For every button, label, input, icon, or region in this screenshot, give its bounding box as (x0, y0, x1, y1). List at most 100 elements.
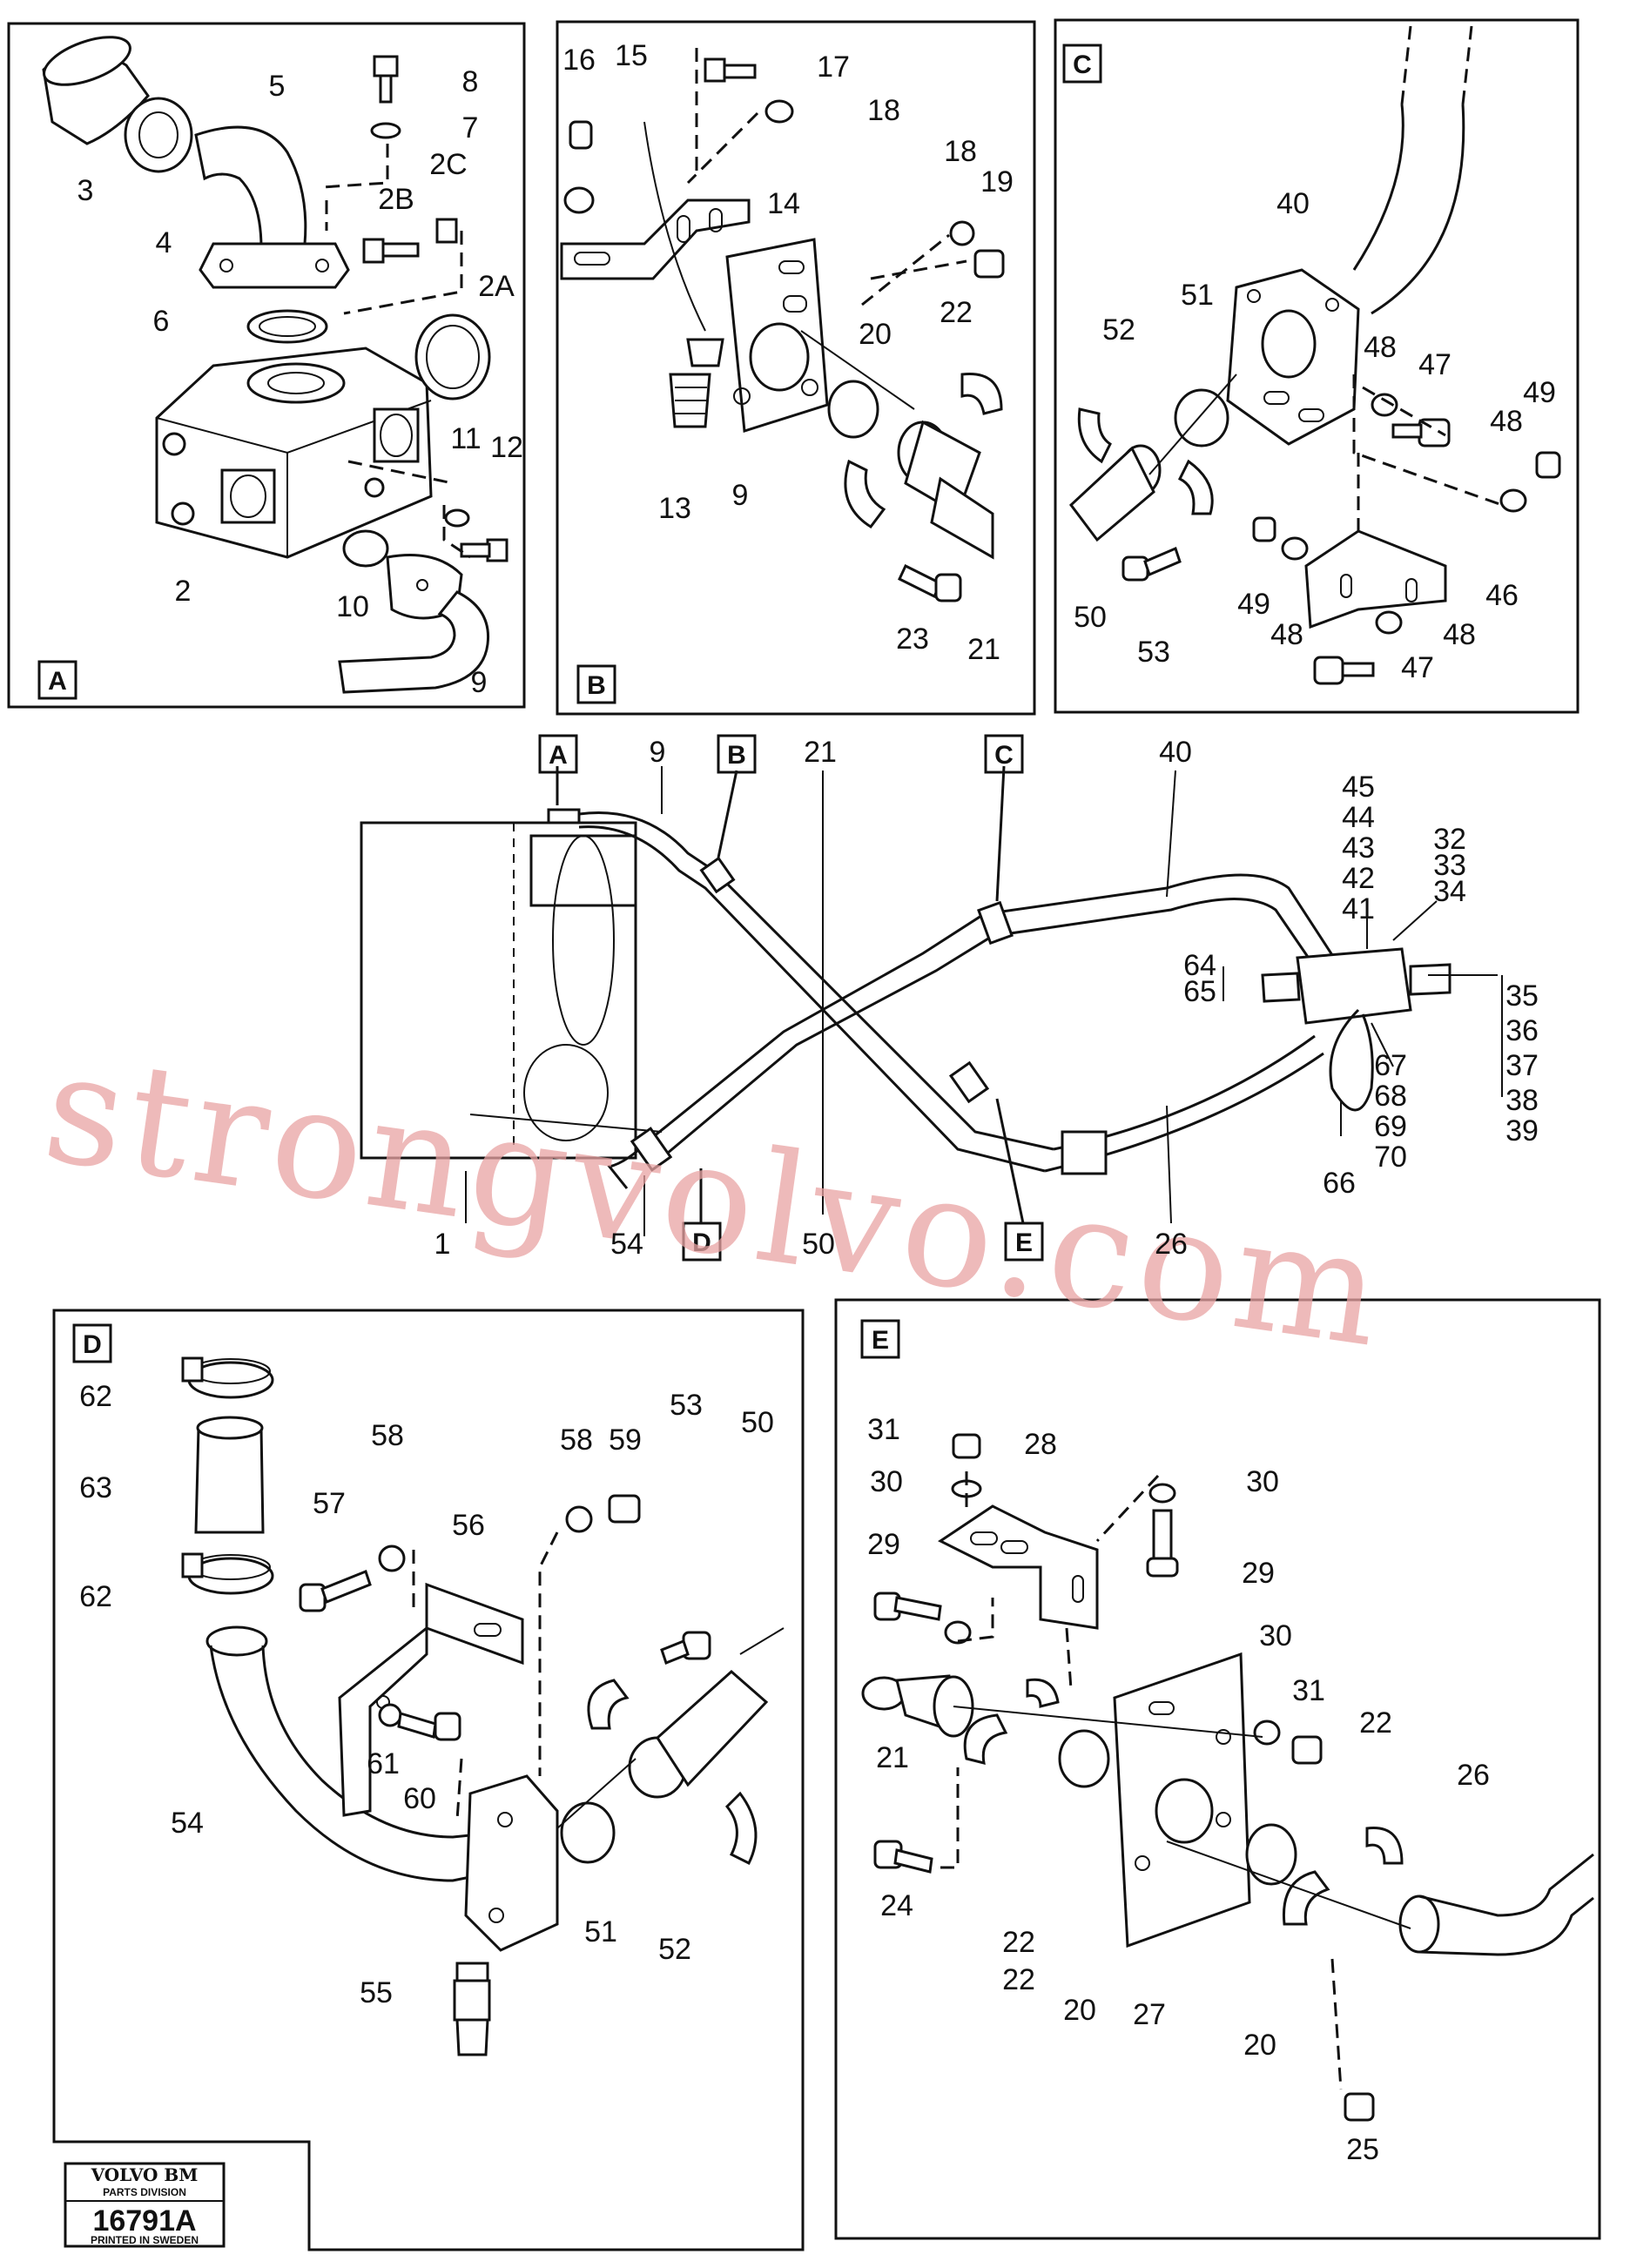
callout-c-48: 48 (1364, 331, 1397, 364)
logo-printed: PRINTED IN SWEDEN (91, 2234, 199, 2246)
callout-a-2a: 2A (478, 270, 515, 303)
callout-d-62: 62 (79, 1380, 112, 1413)
panel-c: C (1054, 18, 1579, 714)
callout-main-70: 70 (1374, 1141, 1407, 1174)
overview-tag-c (984, 734, 1024, 774)
callout-main-33: 33 (1433, 849, 1466, 882)
callout-c-50: 50 (1074, 601, 1107, 634)
callout-e-21: 21 (876, 1741, 909, 1774)
callout-a-3: 3 (77, 174, 94, 207)
callout-main-43: 43 (1342, 831, 1375, 865)
callout-b-17: 17 (817, 50, 850, 84)
panel-b-tag-label: B (587, 671, 606, 700)
callout-a-6: 6 (153, 305, 170, 338)
callout-c-46: 46 (1485, 579, 1519, 612)
callout-c-48: 48 (1270, 618, 1303, 651)
callout-e-30: 30 (870, 1465, 903, 1498)
overview-tag-e-label: E (1015, 1228, 1033, 1257)
callout-main-45: 45 (1342, 771, 1375, 804)
panel-d: D (52, 1309, 805, 2251)
callout-main-44: 44 (1342, 801, 1375, 834)
callout-main-36: 36 (1505, 1014, 1539, 1047)
callout-b-14: 14 (767, 187, 800, 220)
callout-b-18: 18 (867, 94, 900, 127)
logo-brand: VOLVO BM (91, 2164, 199, 2185)
callout-b-18: 18 (944, 135, 977, 168)
callout-b-16: 16 (562, 44, 596, 77)
panel-c-tag (1062, 44, 1102, 84)
callout-main-68: 68 (1374, 1080, 1407, 1113)
overview-tag-d (682, 1221, 722, 1262)
callout-c-49: 49 (1237, 588, 1270, 621)
callout-main-26: 26 (1155, 1228, 1188, 1261)
callout-b-15: 15 (615, 39, 648, 72)
callout-main-9: 9 (650, 736, 666, 769)
callout-a-2b: 2B (378, 183, 414, 216)
callout-d-56: 56 (452, 1509, 485, 1542)
callout-main-69: 69 (1374, 1110, 1407, 1143)
callout-c-49: 49 (1523, 376, 1556, 409)
callout-c-51: 51 (1181, 279, 1214, 312)
callout-d-62: 62 (79, 1580, 112, 1613)
callout-d-54: 54 (171, 1807, 204, 1840)
callout-a-2c: 2C (429, 148, 467, 181)
callout-main-21: 21 (804, 736, 837, 769)
callout-d-57: 57 (313, 1487, 346, 1520)
callout-c-48: 48 (1443, 618, 1476, 651)
callout-main-54: 54 (610, 1228, 643, 1261)
callout-e-25: 25 (1346, 2133, 1379, 2166)
panel-e-tag-label: E (872, 1326, 889, 1355)
callout-a-5: 5 (269, 70, 286, 103)
callout-c-40: 40 (1276, 187, 1310, 220)
panel-a-tag-label: A (48, 667, 67, 696)
callout-c-47: 47 (1418, 348, 1452, 381)
callout-main-65: 65 (1183, 975, 1216, 1008)
callout-main-39: 39 (1505, 1114, 1539, 1147)
panel-b-drawing (560, 48, 1005, 602)
callout-e-30: 30 (1259, 1619, 1292, 1652)
callout-a-2: 2 (175, 575, 192, 608)
callout-a-10: 10 (336, 590, 369, 623)
callout-main-32: 32 (1433, 823, 1466, 856)
callout-d-52: 52 (658, 1933, 691, 1966)
callout-e-26: 26 (1457, 1759, 1490, 1792)
callout-e-20: 20 (1243, 2029, 1276, 2062)
callout-e-29: 29 (1242, 1557, 1275, 1590)
callout-main-1: 1 (434, 1228, 451, 1261)
callout-d-51: 51 (584, 1915, 617, 1948)
panel-b: B (556, 20, 1036, 716)
overview-tag-e (1004, 1221, 1044, 1262)
callout-a-4: 4 (156, 226, 172, 259)
panel-b-tag (576, 664, 616, 704)
panel-a-drawing (42, 36, 509, 694)
overview-tag-d-label: D (692, 1228, 711, 1257)
callout-b-19: 19 (980, 165, 1014, 199)
callout-e-22: 22 (1002, 1963, 1035, 1996)
callout-e-22: 22 (1002, 1926, 1035, 1959)
callout-main-50: 50 (802, 1228, 835, 1261)
callout-main-35: 35 (1505, 979, 1539, 1013)
callout-c-53: 53 (1137, 636, 1170, 669)
callout-main-41: 41 (1342, 892, 1375, 925)
overview-tag-c-label: C (994, 741, 1014, 770)
panel-a: A (7, 22, 526, 709)
panel-e: E (834, 1298, 1601, 2240)
panel-d-drawing (181, 1356, 785, 2056)
callout-a-11: 11 (450, 422, 481, 455)
callout-e-29: 29 (867, 1528, 900, 1561)
panel-a-tag (37, 660, 77, 700)
callout-d-61: 61 (367, 1747, 400, 1780)
callout-a-8: 8 (462, 65, 479, 98)
panel-c-tag-label: C (1073, 50, 1092, 79)
callout-b-23: 23 (896, 623, 929, 656)
panel-c-drawing (1068, 25, 1561, 685)
callout-d-63: 63 (79, 1471, 112, 1504)
callout-c-48: 48 (1490, 405, 1523, 438)
callout-b-21: 21 (967, 633, 1000, 666)
watermark: strongvolvo.com (35, 1020, 1396, 1383)
callout-b-22: 22 (940, 296, 973, 329)
callout-d-55: 55 (360, 1976, 393, 2009)
panel-e-drawing (861, 1433, 1594, 2122)
